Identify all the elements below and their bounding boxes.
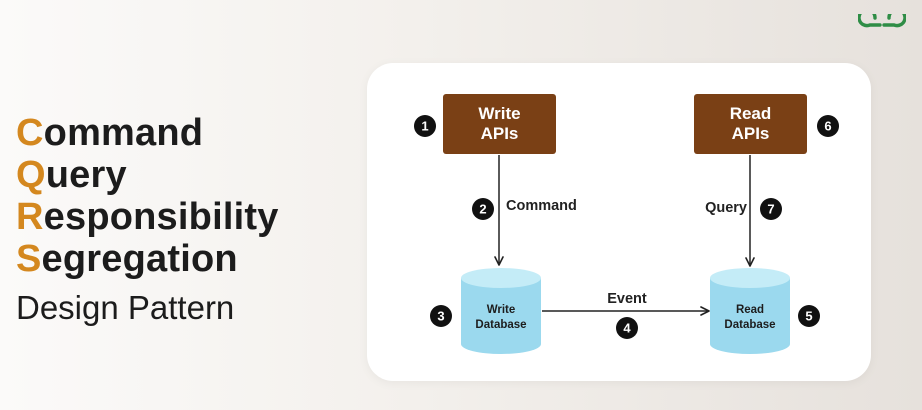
read-database-label-line1: Read <box>736 304 764 316</box>
write-apis-label-line2: APIs <box>481 124 519 143</box>
write-database-label-line1: Write <box>487 304 516 316</box>
svg-text:3: 3 <box>437 309 444 324</box>
write-apis-box: Write APIs <box>443 94 556 154</box>
title-block: Command Query Responsibility Segregation… <box>16 112 279 330</box>
title-line-segregation: Segregation <box>16 238 238 280</box>
title-line-query: Query <box>16 154 127 196</box>
step-badge-3: 3 <box>430 305 452 327</box>
read-apis-label-line1: Read <box>730 104 772 123</box>
write-database-cylinder: Write Database <box>461 268 541 354</box>
svg-text:6: 6 <box>824 119 831 134</box>
title-line-responsibility: Responsibility <box>16 196 279 238</box>
write-database-label-line2: Database <box>475 319 526 331</box>
write-apis-label-line1: Write <box>478 104 520 123</box>
svg-text:4: 4 <box>623 321 631 336</box>
query-label: Query <box>705 200 747 216</box>
event-label: Event <box>607 291 647 307</box>
command-label: Command <box>506 198 577 214</box>
read-database-label-line2: Database <box>724 319 775 331</box>
step-badge-1: 1 <box>414 115 436 137</box>
step-badge-2: 2 <box>472 198 494 220</box>
svg-text:5: 5 <box>805 309 812 324</box>
step-badge-4: 4 <box>616 317 638 339</box>
read-apis-label-line2: APIs <box>732 124 770 143</box>
svg-text:2: 2 <box>479 202 486 217</box>
title-line-command: Command <box>16 112 204 154</box>
read-apis-box: Read APIs <box>694 94 807 154</box>
svg-text:1: 1 <box>421 119 428 134</box>
subtitle: Design Pattern <box>16 289 235 326</box>
step-badge-7: 7 <box>760 198 782 220</box>
geeksforgeeks-logo-icon[interactable] <box>858 14 906 36</box>
step-badge-6: 6 <box>817 115 839 137</box>
svg-text:7: 7 <box>767 202 774 217</box>
read-database-cylinder: Read Database <box>710 268 790 354</box>
step-badge-5: 5 <box>798 305 820 327</box>
